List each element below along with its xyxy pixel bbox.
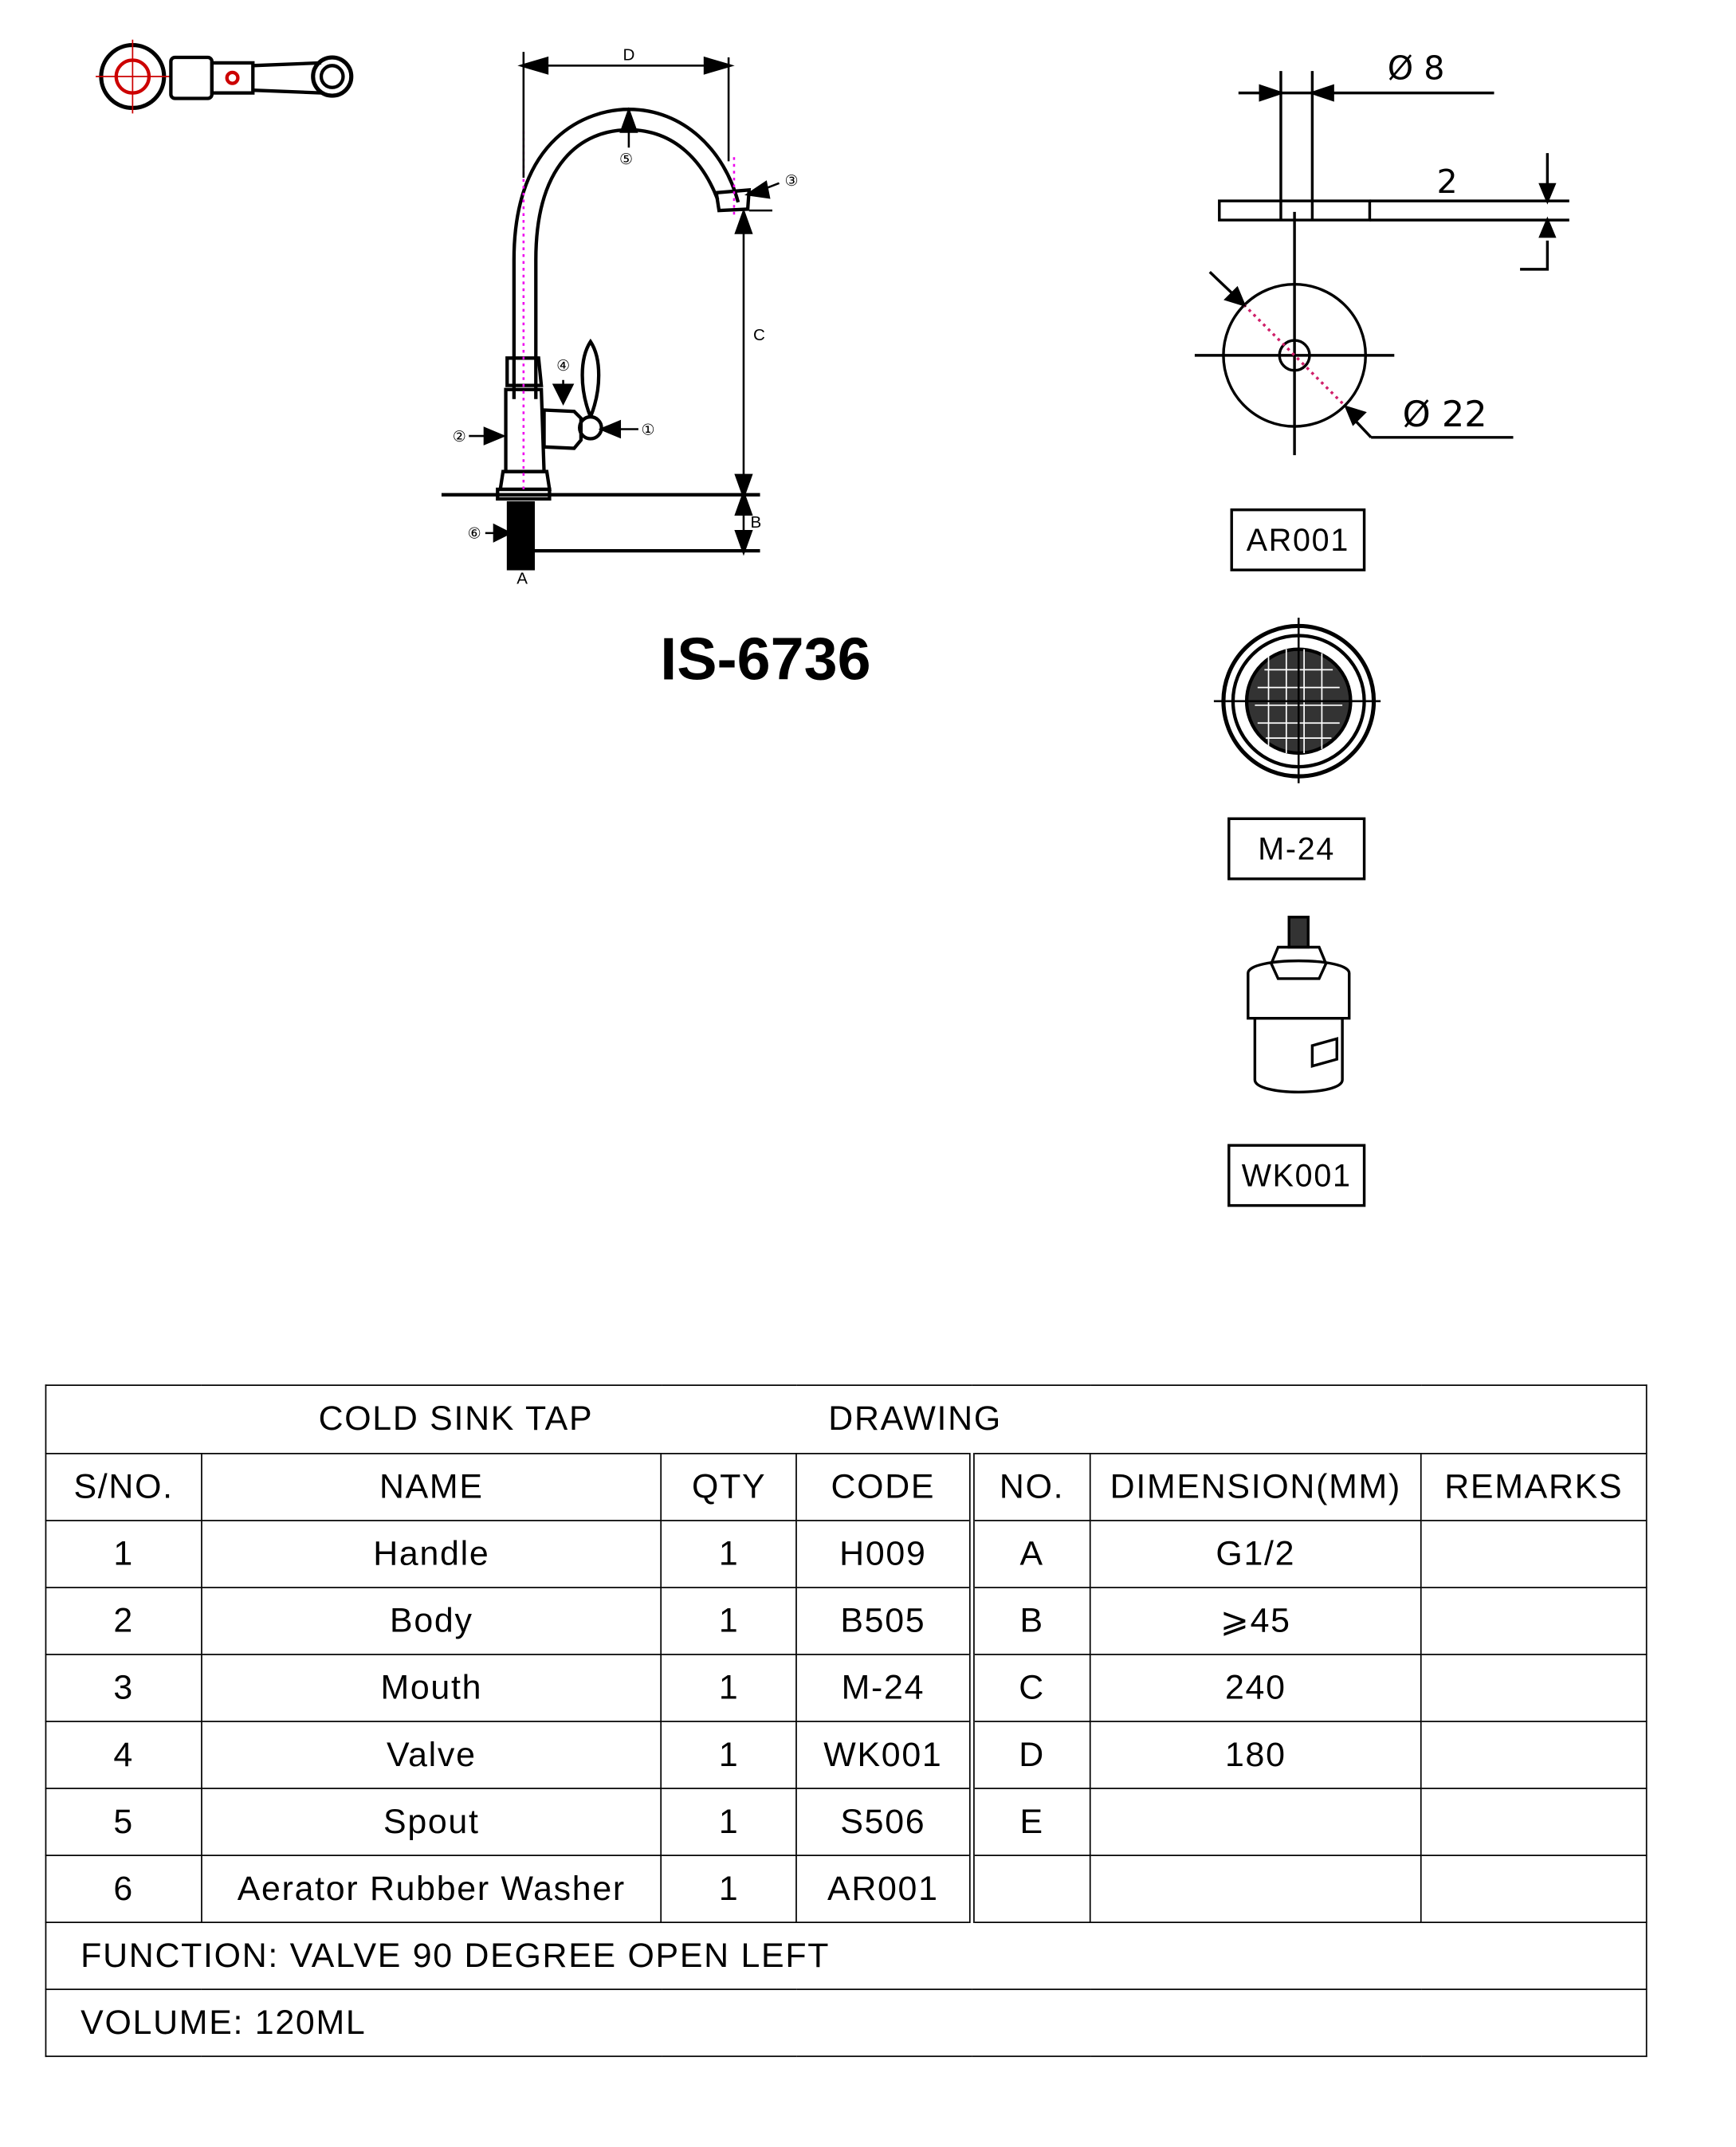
cell-name: Body [200,1587,662,1655]
cell-qty: 1 [660,1654,798,1722]
cell-code: B505 [795,1587,975,1655]
cell-sno: 6 [45,1855,202,1924]
cell-no: E [970,1788,1091,1856]
header-dimension: DIMENSION(MM) [1090,1453,1422,1521]
cell-dim: 180 [1090,1721,1422,1789]
cell-dim [1090,1855,1422,1924]
cell-qty: 1 [660,1855,798,1924]
cell-code: M-24 [795,1654,975,1722]
callout-5: ⑤ [619,151,633,167]
cell-no: B [970,1587,1091,1655]
part-label-m24: M-24 [1227,817,1366,881]
cell-name: Valve [200,1721,662,1789]
cell-sno: 3 [45,1654,202,1722]
cell-sno: 4 [45,1721,202,1789]
washer-inner-dia: Ø 8 [1388,49,1445,87]
part-label-wk001: WK001 [1227,1144,1366,1207]
parts-table: COLD SINK TAP DRAWING S/NO. NAME QTY CODE… [45,1384,1648,2058]
cell-dim [1090,1788,1422,1856]
cell-code: S506 [795,1788,975,1856]
cell-no [970,1855,1091,1924]
cell-qty: 1 [660,1587,798,1655]
function-text: FUNCTION: VALVE 90 DEGREE OPEN LEFT [45,1921,1648,1991]
cell-name: Aerator Rubber Washer [200,1855,662,1924]
cell-qty: 1 [660,1520,798,1588]
volume-text: VOLUME: 120ML [45,1988,1648,2058]
header-remarks: REMARKS [1420,1453,1648,1521]
dim-label-d: D [623,45,634,64]
cell-no: A [970,1520,1091,1588]
cell-remarks [1420,1587,1648,1655]
title-cold-sink-tap: COLD SINK TAP [318,1399,594,1439]
header-sno: S/NO. [45,1453,202,1521]
title-drawing: DRAWING [828,1399,1002,1439]
cell-remarks [1420,1721,1648,1789]
cell-no: C [970,1654,1091,1722]
callout-1: ① [641,421,654,438]
cell-code: AR001 [795,1855,975,1924]
header-name: NAME [200,1453,662,1521]
cell-remarks [1420,1520,1648,1588]
part-label-ar001: AR001 [1230,508,1366,571]
cell-remarks [1420,1654,1648,1722]
cell-dim: G1/2 [1090,1520,1422,1588]
aerator-icon [1213,618,1381,783]
cell-qty: 1 [660,1721,798,1789]
cell-no: D [970,1721,1091,1789]
cell-code: H009 [795,1520,975,1588]
valve-cartridge-icon [1247,916,1351,1093]
table-title: COLD SINK TAP DRAWING [45,1384,1648,1454]
cell-sno: 1 [45,1520,202,1588]
model-number: IS-6736 [660,626,871,693]
washer-thickness: 2 [1436,163,1457,201]
cell-name: Handle [200,1520,662,1588]
cell-name: Mouth [200,1654,662,1722]
cell-sno: 5 [45,1788,202,1856]
cell-qty: 1 [660,1788,798,1856]
cell-dim: ⩾45 [1090,1587,1422,1655]
callout-4: ④ [556,357,570,374]
washer-drawing [1194,71,1569,456]
dim-label-c: C [753,326,765,344]
header-no: NO. [970,1453,1091,1521]
header-code: CODE [795,1453,975,1521]
top-view-icon [96,39,354,114]
cell-name: Spout [200,1788,662,1856]
header-qty: QTY [660,1453,798,1521]
faucet-side-view [441,52,780,571]
cell-remarks [1420,1788,1648,1856]
callout-6: ⑥ [468,525,481,542]
header-row: S/NO. NAME QTY CODE NO. DIMENSION(MM) RE… [45,1453,1648,1521]
cell-dim: 240 [1090,1654,1422,1722]
washer-outer-dia: Ø 22 [1403,394,1487,435]
technical-drawing: D C B A ① ② ③ ④ ⑤ ⑥ Ø 8 2 Ø 22 [96,39,1569,1093]
cell-sno: 2 [45,1587,202,1655]
callout-2: ② [453,428,466,445]
cell-code: WK001 [795,1721,975,1789]
cell-remarks [1420,1855,1648,1924]
dim-label-b: B [751,513,762,532]
dim-label-a: A [516,569,528,587]
callout-3: ③ [785,172,799,189]
